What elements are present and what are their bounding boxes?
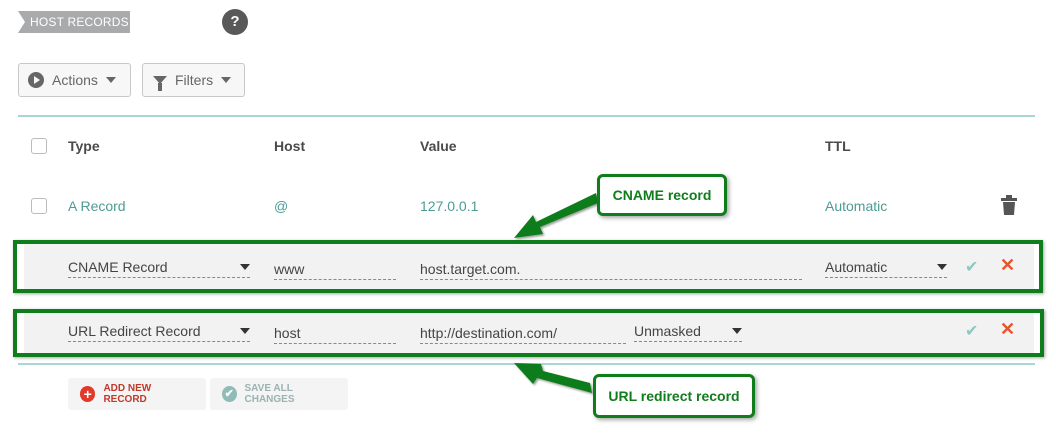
cname-highlight-box xyxy=(13,240,1043,293)
chevron-down-icon xyxy=(105,77,116,83)
masking-value: Unmasked xyxy=(634,322,701,339)
url-redirect-callout: URL redirect record xyxy=(593,374,755,418)
save-all-changes-label: SAVE ALL CHANGES xyxy=(244,383,295,405)
check-circle-icon: ✔ xyxy=(222,386,237,402)
filters-label: Filters xyxy=(175,72,214,88)
check-icon[interactable]: ✔ xyxy=(965,259,979,276)
section-title: HOST RECORDS xyxy=(18,11,130,33)
chevron-down-icon xyxy=(240,263,250,270)
close-icon[interactable]: ✕ xyxy=(1000,319,1016,339)
record-host: @ xyxy=(274,198,289,214)
record-ttl: Automatic xyxy=(825,198,888,214)
host-input[interactable]: www xyxy=(274,258,396,280)
record-value: 127.0.0.1 xyxy=(420,198,479,214)
record-type-select[interactable]: URL Redirect Record xyxy=(68,320,250,342)
play-icon xyxy=(28,72,44,88)
chevron-down-icon xyxy=(732,327,742,334)
chevron-down-icon xyxy=(240,327,250,334)
record-type: A Record xyxy=(68,198,126,214)
actions-label: Actions xyxy=(52,72,98,88)
close-icon[interactable]: ✕ xyxy=(1000,255,1016,275)
column-header-type[interactable]: Type xyxy=(68,138,100,154)
save-all-changes-button[interactable]: ✔ SAVE ALL CHANGES xyxy=(210,378,348,410)
add-new-record-label: ADD NEW RECORD xyxy=(103,383,152,405)
ttl-value: Automatic xyxy=(825,258,888,275)
cname-edit-row xyxy=(24,244,1034,290)
value-input[interactable]: host.target.com. xyxy=(420,258,802,280)
column-header-ttl[interactable]: TTL xyxy=(825,138,851,154)
plus-icon: + xyxy=(80,386,96,402)
cname-callout: CNAME record xyxy=(597,174,727,216)
filters-dropdown[interactable]: Filters xyxy=(142,63,245,97)
url-redirect-highlight-box xyxy=(13,309,1044,357)
help-icon[interactable]: ? xyxy=(222,9,248,35)
record-type-value: URL Redirect Record xyxy=(68,322,201,339)
masking-select[interactable]: Unmasked xyxy=(634,320,742,342)
column-header-value[interactable]: Value xyxy=(420,138,457,154)
filter-icon xyxy=(153,76,167,91)
trash-icon[interactable] xyxy=(1001,195,1017,215)
check-icon[interactable]: ✔ xyxy=(965,323,979,340)
add-new-record-button[interactable]: + ADD NEW RECORD xyxy=(68,378,206,410)
row-checkbox[interactable] xyxy=(31,198,47,214)
url-redirect-edit-row xyxy=(24,310,1034,356)
actions-dropdown[interactable]: Actions xyxy=(18,63,131,97)
column-header-host[interactable]: Host xyxy=(274,138,306,154)
chevron-down-icon xyxy=(221,77,232,83)
record-type-select[interactable]: CNAME Record xyxy=(68,256,250,278)
value-input[interactable]: http://destination.com/ xyxy=(420,322,626,344)
record-type-value: CNAME Record xyxy=(68,258,168,275)
divider xyxy=(18,115,1035,117)
select-all-checkbox[interactable] xyxy=(31,138,47,154)
host-input[interactable]: host xyxy=(274,322,396,344)
chevron-down-icon xyxy=(937,263,947,270)
ttl-select[interactable]: Automatic xyxy=(825,256,947,278)
